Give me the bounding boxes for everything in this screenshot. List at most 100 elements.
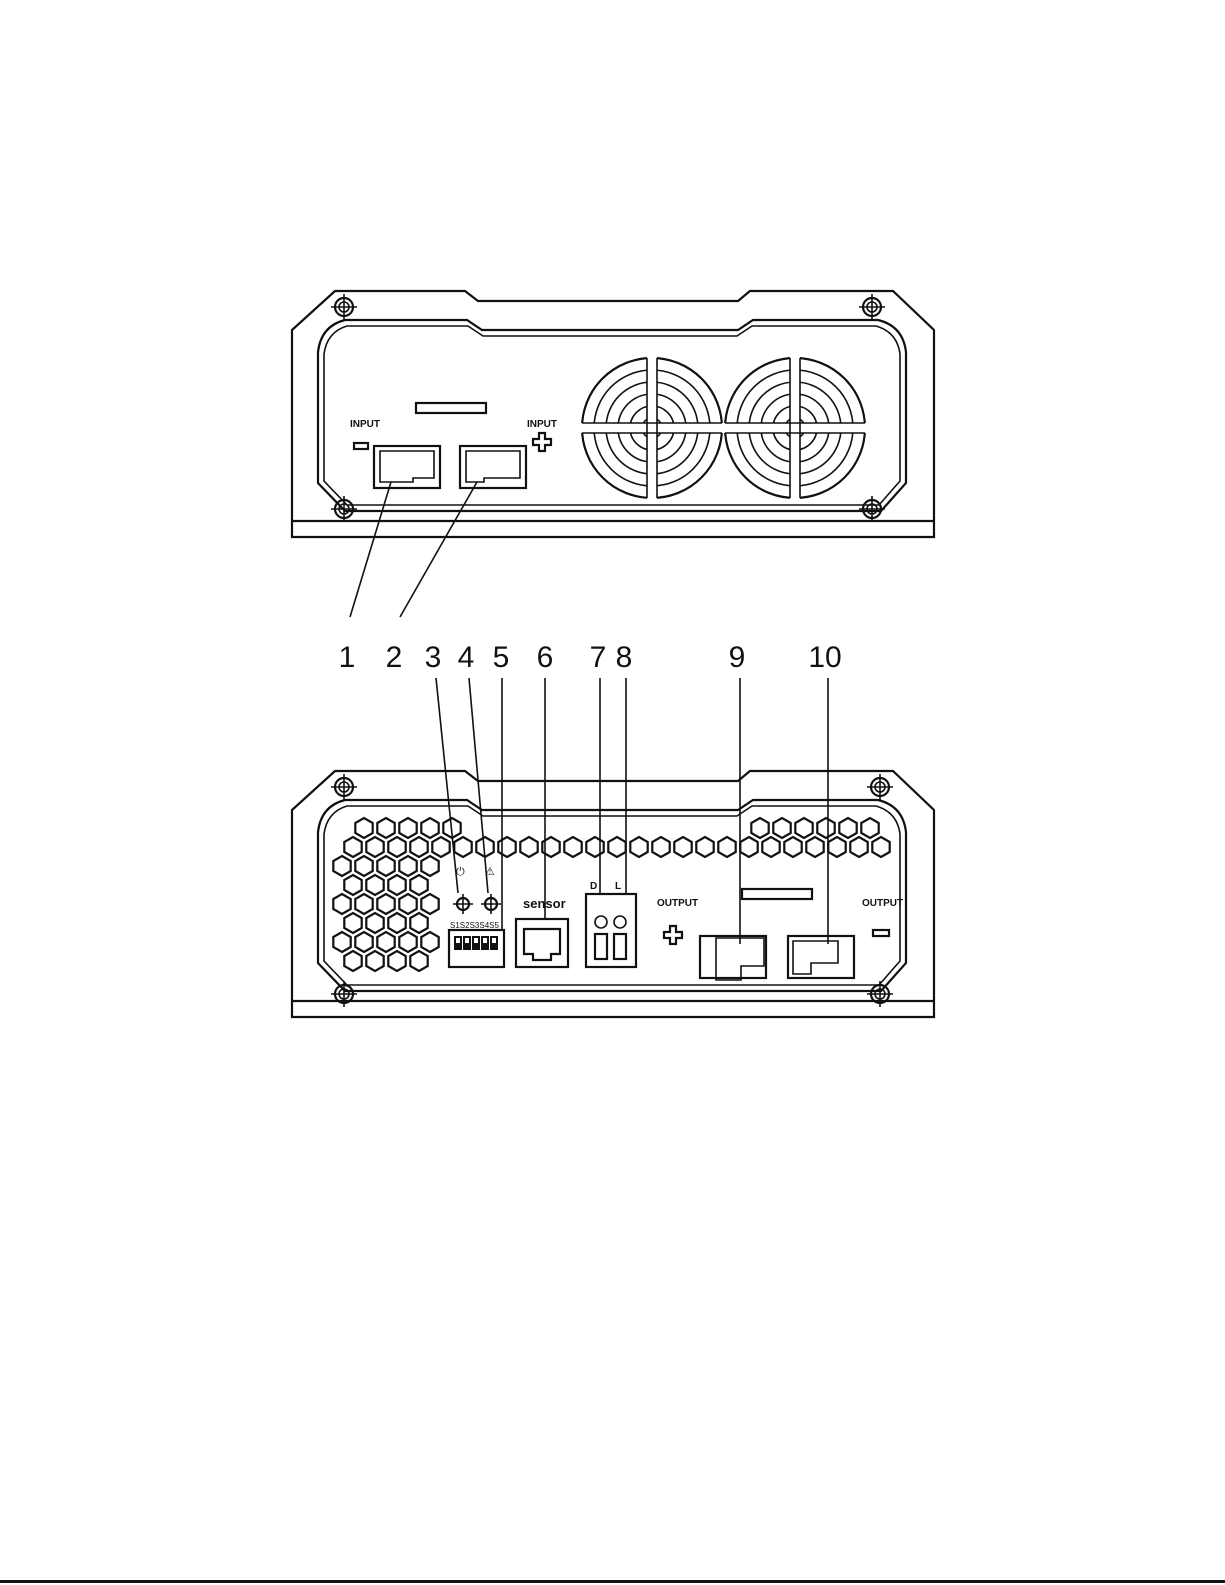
vent-hole [674, 837, 691, 857]
callout-2: 2 [386, 641, 403, 674]
vent-hole [498, 837, 515, 857]
vent-hole [366, 875, 383, 895]
plus-icon [664, 926, 682, 944]
vent-hole [652, 837, 669, 857]
minus-icon [354, 443, 368, 449]
back-panel: ⏻ ⚠ S1S2S3S4S5 sensor [292, 771, 934, 1017]
vent-hole [421, 856, 438, 876]
leader-line-4 [469, 678, 488, 893]
vent-hole [399, 932, 416, 952]
screw-icon [867, 774, 893, 800]
vent-hole [355, 894, 372, 914]
vent-hole [399, 818, 416, 838]
terminal-left-letter: D [590, 881, 597, 892]
input-minus-label: INPUT [350, 419, 380, 430]
terminal-right-letter: L [615, 881, 621, 892]
vent-hole [366, 913, 383, 933]
input-plus-label: INPUT [527, 419, 557, 430]
vent-hole [410, 913, 427, 933]
vent-hole [784, 837, 801, 857]
fault-led-indicator [481, 894, 501, 914]
vent-hole [333, 932, 350, 952]
vent-hole [806, 837, 823, 857]
vent-hole [399, 894, 416, 914]
vent-hole [410, 875, 427, 895]
vent-hole [817, 818, 834, 838]
input-plus-terminal [460, 446, 526, 488]
output-minus-terminal [788, 936, 854, 978]
vent-hole [333, 856, 350, 876]
screw-icon [859, 294, 885, 320]
vent-hole [608, 837, 625, 857]
warning-icon: ⚠ [485, 865, 495, 878]
vent-hole [344, 875, 361, 895]
vent-hole [795, 818, 812, 838]
vent-hole [872, 837, 889, 857]
vent-hole [377, 818, 394, 838]
vent-hole [828, 837, 845, 857]
leader-line-2 [400, 482, 477, 617]
back-label-slot [742, 889, 812, 899]
leader-lines [350, 482, 828, 944]
screw-icon [859, 496, 885, 522]
vent-hole [344, 837, 361, 857]
callout-8: 8 [616, 641, 633, 674]
vent-hole [388, 951, 405, 971]
callout-numbers: 1 2 3 4 5 6 7 8 9 10 [339, 641, 842, 674]
vent-hole [355, 856, 372, 876]
dip-switch-label: S1S2S3S4S5 [450, 921, 499, 930]
vent-hole [388, 837, 405, 857]
vent-hole [410, 951, 427, 971]
vent-hole [377, 894, 394, 914]
vent-hole [520, 837, 537, 857]
vent-hole [421, 932, 438, 952]
callout-10: 10 [808, 641, 841, 674]
vent-hole [564, 837, 581, 857]
callout-6: 6 [537, 641, 554, 674]
vent-hole [751, 818, 768, 838]
vent-hole [850, 837, 867, 857]
vent-hole [388, 875, 405, 895]
minus-icon [873, 930, 889, 936]
fan-grille-right [723, 356, 867, 500]
vent-hole [861, 818, 878, 838]
vent-hole [388, 913, 405, 933]
vent-hole [377, 856, 394, 876]
vent-hole [773, 818, 790, 838]
sensor-rj-port [516, 919, 568, 967]
vent-hole [696, 837, 713, 857]
vent-hole [344, 913, 361, 933]
leader-line-1 [350, 482, 391, 617]
callout-1: 1 [339, 641, 356, 674]
callout-4: 4 [458, 641, 475, 674]
screw-icon [331, 774, 357, 800]
vent-hole [344, 951, 361, 971]
power-icon: ⏻ [456, 865, 465, 878]
callout-5: 5 [493, 641, 510, 674]
front-panel: INPUT INPUT [292, 291, 934, 537]
dip-switch [449, 930, 504, 967]
input-minus-terminal [374, 446, 440, 488]
remote-terminal-block [586, 894, 636, 967]
callout-3: 3 [425, 641, 442, 674]
vent-hole [630, 837, 647, 857]
vent-hole [410, 837, 427, 857]
vent-hole [421, 818, 438, 838]
vent-hole [586, 837, 603, 857]
vent-hole [366, 837, 383, 857]
vent-hole [740, 837, 757, 857]
power-led-indicator [453, 894, 473, 914]
vent-hole [355, 932, 372, 952]
output-plus-label: OUTPUT [657, 898, 698, 909]
vent-hole [399, 856, 416, 876]
vent-hole [377, 932, 394, 952]
vent-hole [432, 837, 449, 857]
output-minus-label: OUTPUT [862, 898, 903, 909]
front-label-slot [416, 403, 486, 413]
vent-hole [839, 818, 856, 838]
vent-hole [421, 894, 438, 914]
vent-hole [718, 837, 735, 857]
callout-9: 9 [729, 641, 746, 674]
vent-hole [333, 894, 350, 914]
